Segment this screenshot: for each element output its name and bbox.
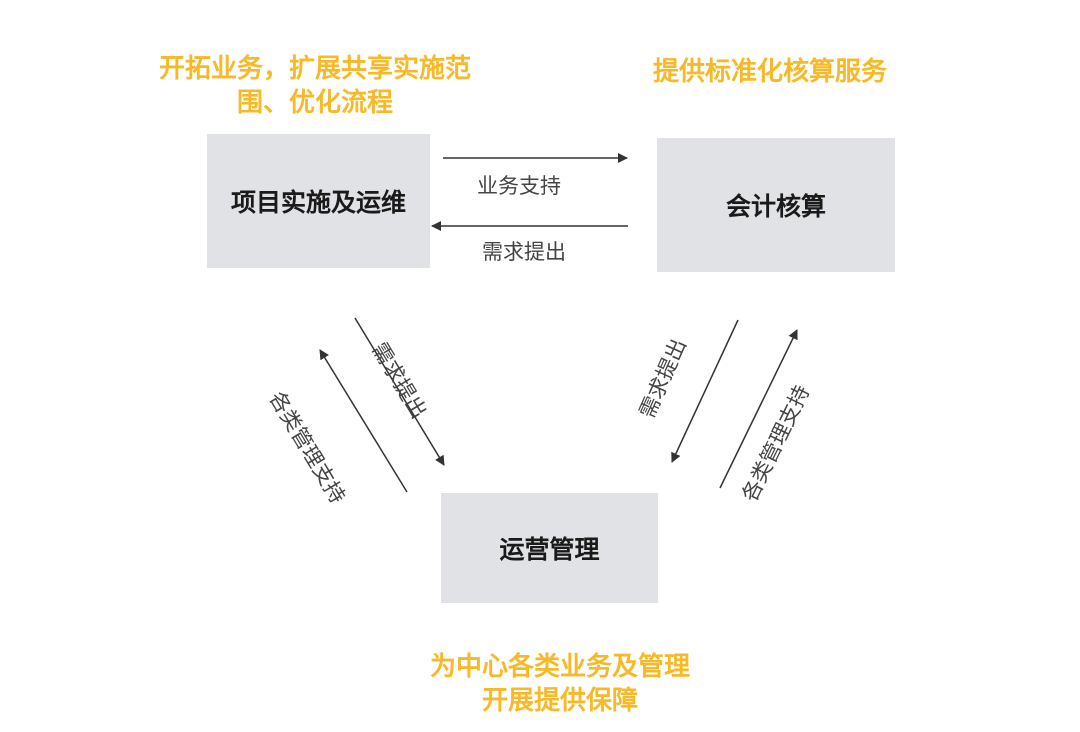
edge-label-project-to-accounting: 业务支持: [477, 174, 561, 198]
operations-note-line1: 为中心各类业务及管理: [429, 652, 690, 682]
edge-label-accounting-to-project: 需求提出: [482, 240, 566, 264]
arrow-operations-to-project: [319, 349, 408, 493]
node-operations-label: 运营管理: [499, 535, 600, 564]
project-note-line2: 围、优化流程: [236, 88, 393, 118]
node-operations: 运营管理: [441, 493, 658, 603]
arrow-accounting-to-operations: [671, 319, 739, 463]
project-note: 开拓业务，扩展共享实施范 围、优化流程: [120, 52, 510, 120]
project-note-line1: 开拓业务，扩展共享实施范: [158, 54, 471, 84]
accounting-note: 提供标准化核算服务: [620, 55, 920, 89]
operations-note: 为中心各类业务及管理 开展提供保障: [380, 650, 740, 718]
operations-note-line2: 开展提供保障: [481, 686, 638, 716]
node-accounting-label: 会计核算: [725, 192, 826, 221]
node-project: 项目实施及运维: [207, 134, 430, 268]
accounting-note-text: 提供标准化核算服务: [652, 57, 887, 87]
node-project-label: 项目实施及运维: [230, 188, 406, 217]
node-accounting: 会计核算: [657, 138, 895, 272]
arrow-operations-to-accounting: [719, 329, 798, 489]
arrow-project-to-operations: [354, 317, 445, 466]
